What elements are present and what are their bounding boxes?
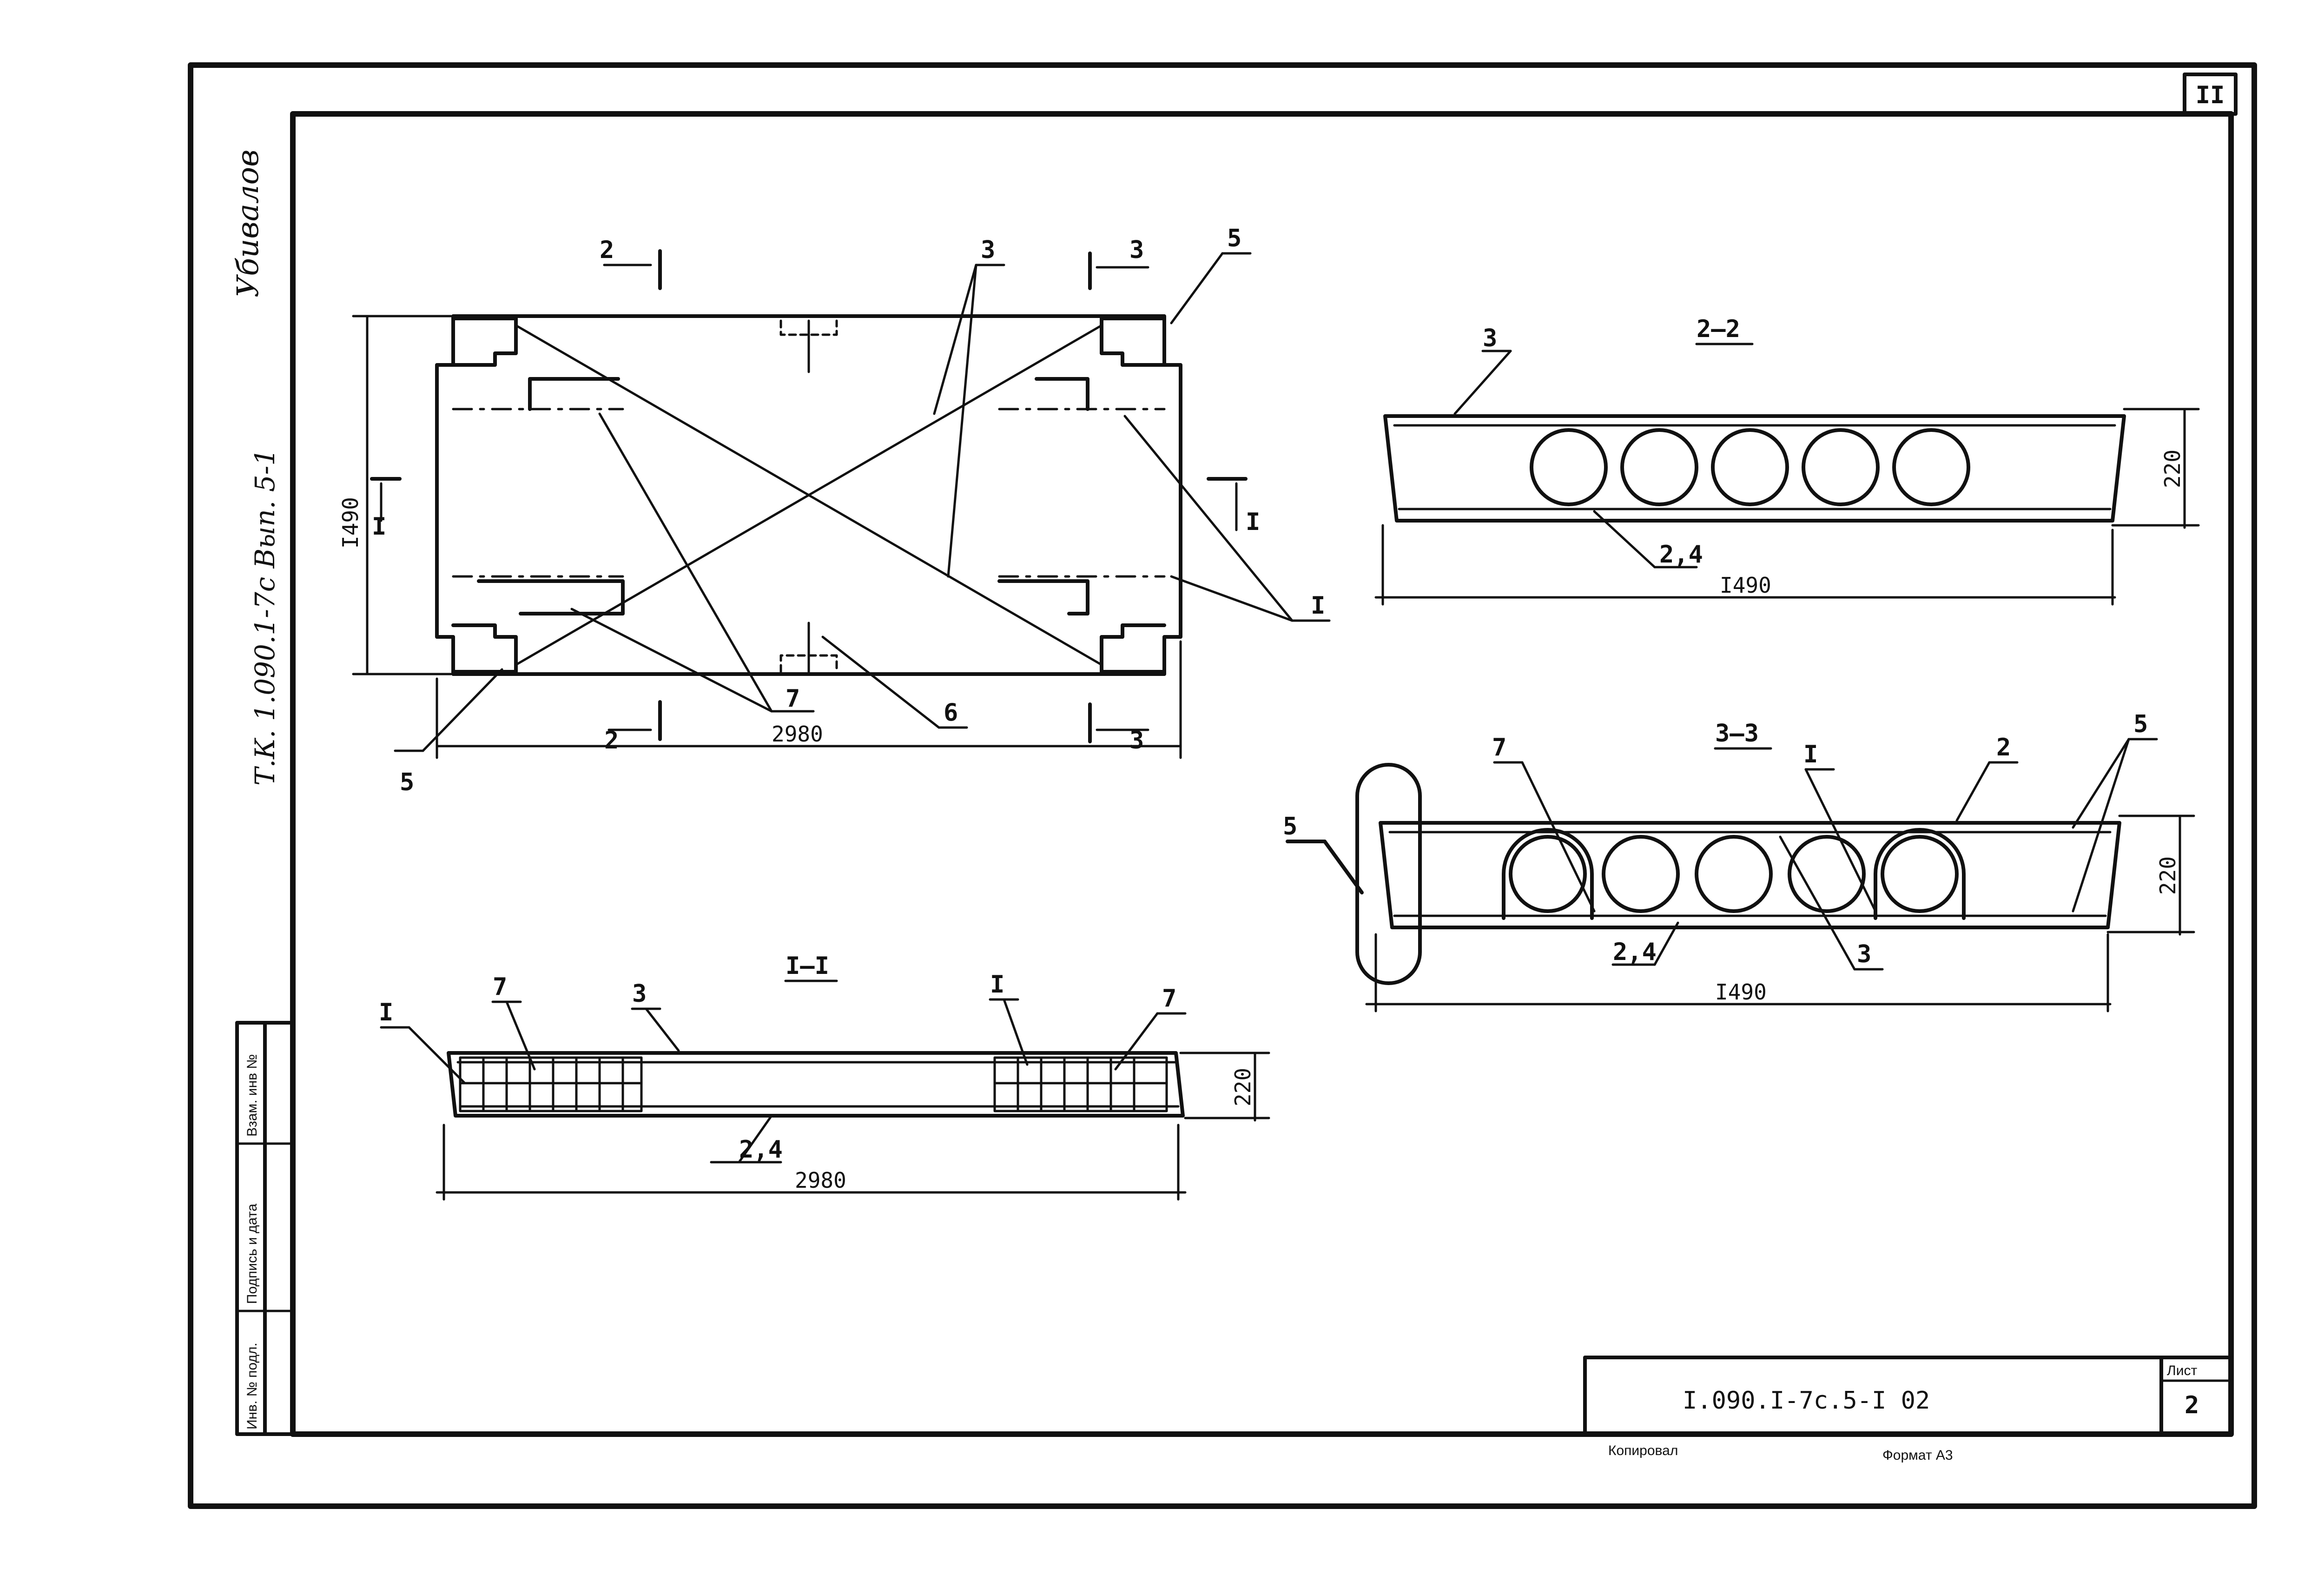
cut-1-right: I	[1246, 508, 1260, 536]
section-3-3-callout-2: 2	[1996, 734, 2011, 761]
inner-border	[290, 111, 2234, 1437]
section-3-3: 3–3 7 I 2 5 5 2,4 3	[1283, 710, 2195, 1012]
stamp-columns: Инв. № подл. Подпись и дата Взам. инв №	[235, 1021, 295, 1436]
designation: I.090.I-7с.5-I 02	[1683, 1387, 1930, 1415]
stamp-col-1: Инв. № подл.	[244, 1343, 260, 1429]
void	[1788, 835, 1866, 913]
section-2-2-dim-height: 220	[2160, 450, 2185, 488]
section-2-2-callout-24: 2,4	[1659, 541, 1703, 569]
side-signature: Убивалов	[231, 150, 265, 298]
cut-2-bottom: 2	[604, 727, 619, 754]
section-1-1-callout-1-left: I	[379, 999, 393, 1026]
sheet-number: 2	[2185, 1391, 2199, 1419]
section-3-3-callout-24: 2,4	[1613, 938, 1657, 966]
corner-number: II	[2196, 81, 2225, 109]
title-block-box	[1583, 1356, 2233, 1436]
section-2-2-dim-width: I490	[1720, 573, 1771, 598]
plan-callout-3: 3	[981, 236, 995, 264]
section-1-1-dim-length: 2980	[795, 1168, 846, 1193]
lifting-loop-outline	[1355, 763, 1422, 985]
section-1-1-callout-3: 3	[632, 980, 647, 1008]
cut-3-top: 3	[1129, 236, 1144, 264]
section-3-3-dim-height: 220	[2155, 856, 2180, 895]
void	[1620, 428, 1698, 506]
corner-number-box	[2183, 73, 2238, 116]
section-3-3-callout-7: 7	[1492, 734, 1506, 761]
section-3-3-title: 3–3	[1715, 720, 1759, 748]
void	[1509, 835, 1587, 913]
plan-callout-1: I	[1311, 592, 1325, 620]
section-1-1-title: I–I	[786, 952, 829, 980]
section-1-1: I–I I 7 3 I	[379, 952, 1270, 1201]
section-1-1-outline	[447, 1051, 1185, 1118]
section-1-1-callout-1-right: I	[990, 971, 1004, 999]
section-1-1-callout-24: 2,4	[739, 1136, 783, 1164]
section-2-2-title: 2–2	[1697, 315, 1740, 343]
plan-dim-width: I490	[338, 497, 363, 549]
title-block: I.090.I-7с.5-I 02 Лист 2 Копировал Форма…	[1583, 1356, 2233, 1463]
plan-callout-5-top: 5	[1227, 225, 1241, 252]
cut-3-bottom: 3	[1129, 727, 1144, 754]
section-3-3-callout-1: I	[1803, 741, 1818, 768]
margin-notes: Т.К. 1.090.1-7с Вып. 5-1 Убивалов	[231, 150, 281, 786]
plan-callout-7: 7	[786, 685, 800, 713]
void	[1892, 428, 1970, 506]
section-2-2-outline	[1383, 414, 2126, 523]
section-3-3-callout-3: 3	[1857, 940, 1871, 968]
section-1-1-callout-7-left: 7	[493, 973, 507, 1001]
void	[1711, 428, 1789, 506]
format-label: Формат А3	[1882, 1448, 1953, 1463]
copied-label: Копировал	[1608, 1443, 1678, 1458]
section-1-1-callout-7-right: 7	[1162, 985, 1176, 1012]
section-3-3-dim-width: I490	[1715, 979, 1767, 1005]
void	[1881, 835, 1959, 913]
stamp-col-3: Взам. инв №	[244, 1054, 260, 1137]
section-3-3-callout-5-right: 5	[2133, 710, 2148, 738]
section-2-2: 2–2 3 2,4 220 I490	[1374, 315, 2200, 606]
sheet-label: Лист	[2167, 1363, 2197, 1378]
void	[1530, 428, 1608, 506]
section-3-3-callout-5-left: 5	[1283, 813, 1297, 840]
void	[1695, 835, 1773, 913]
plan-callout-6: 6	[944, 699, 958, 727]
cut-1-left: I	[372, 513, 386, 541]
plan-callout-5-bottom: 5	[400, 768, 414, 796]
cut-2-top: 2	[600, 236, 614, 264]
sheet-frame: II	[188, 62, 2257, 1509]
void	[1602, 835, 1680, 913]
void	[1802, 428, 1880, 506]
side-note: Т.К. 1.090.1-7с Вып. 5-1	[249, 449, 281, 786]
stamp-col-2: Подпись и дата	[244, 1204, 260, 1304]
outer-border	[188, 62, 2257, 1509]
section-2-2-callout-3: 3	[1483, 324, 1497, 352]
plan-view: I490 2980 2 2 3 3 I I 3 5 5	[338, 225, 1331, 796]
section-1-1-dim-height: 220	[1230, 1068, 1255, 1106]
section-3-3-outline	[1379, 821, 2121, 929]
plan-dim-length: 2980	[772, 721, 823, 747]
